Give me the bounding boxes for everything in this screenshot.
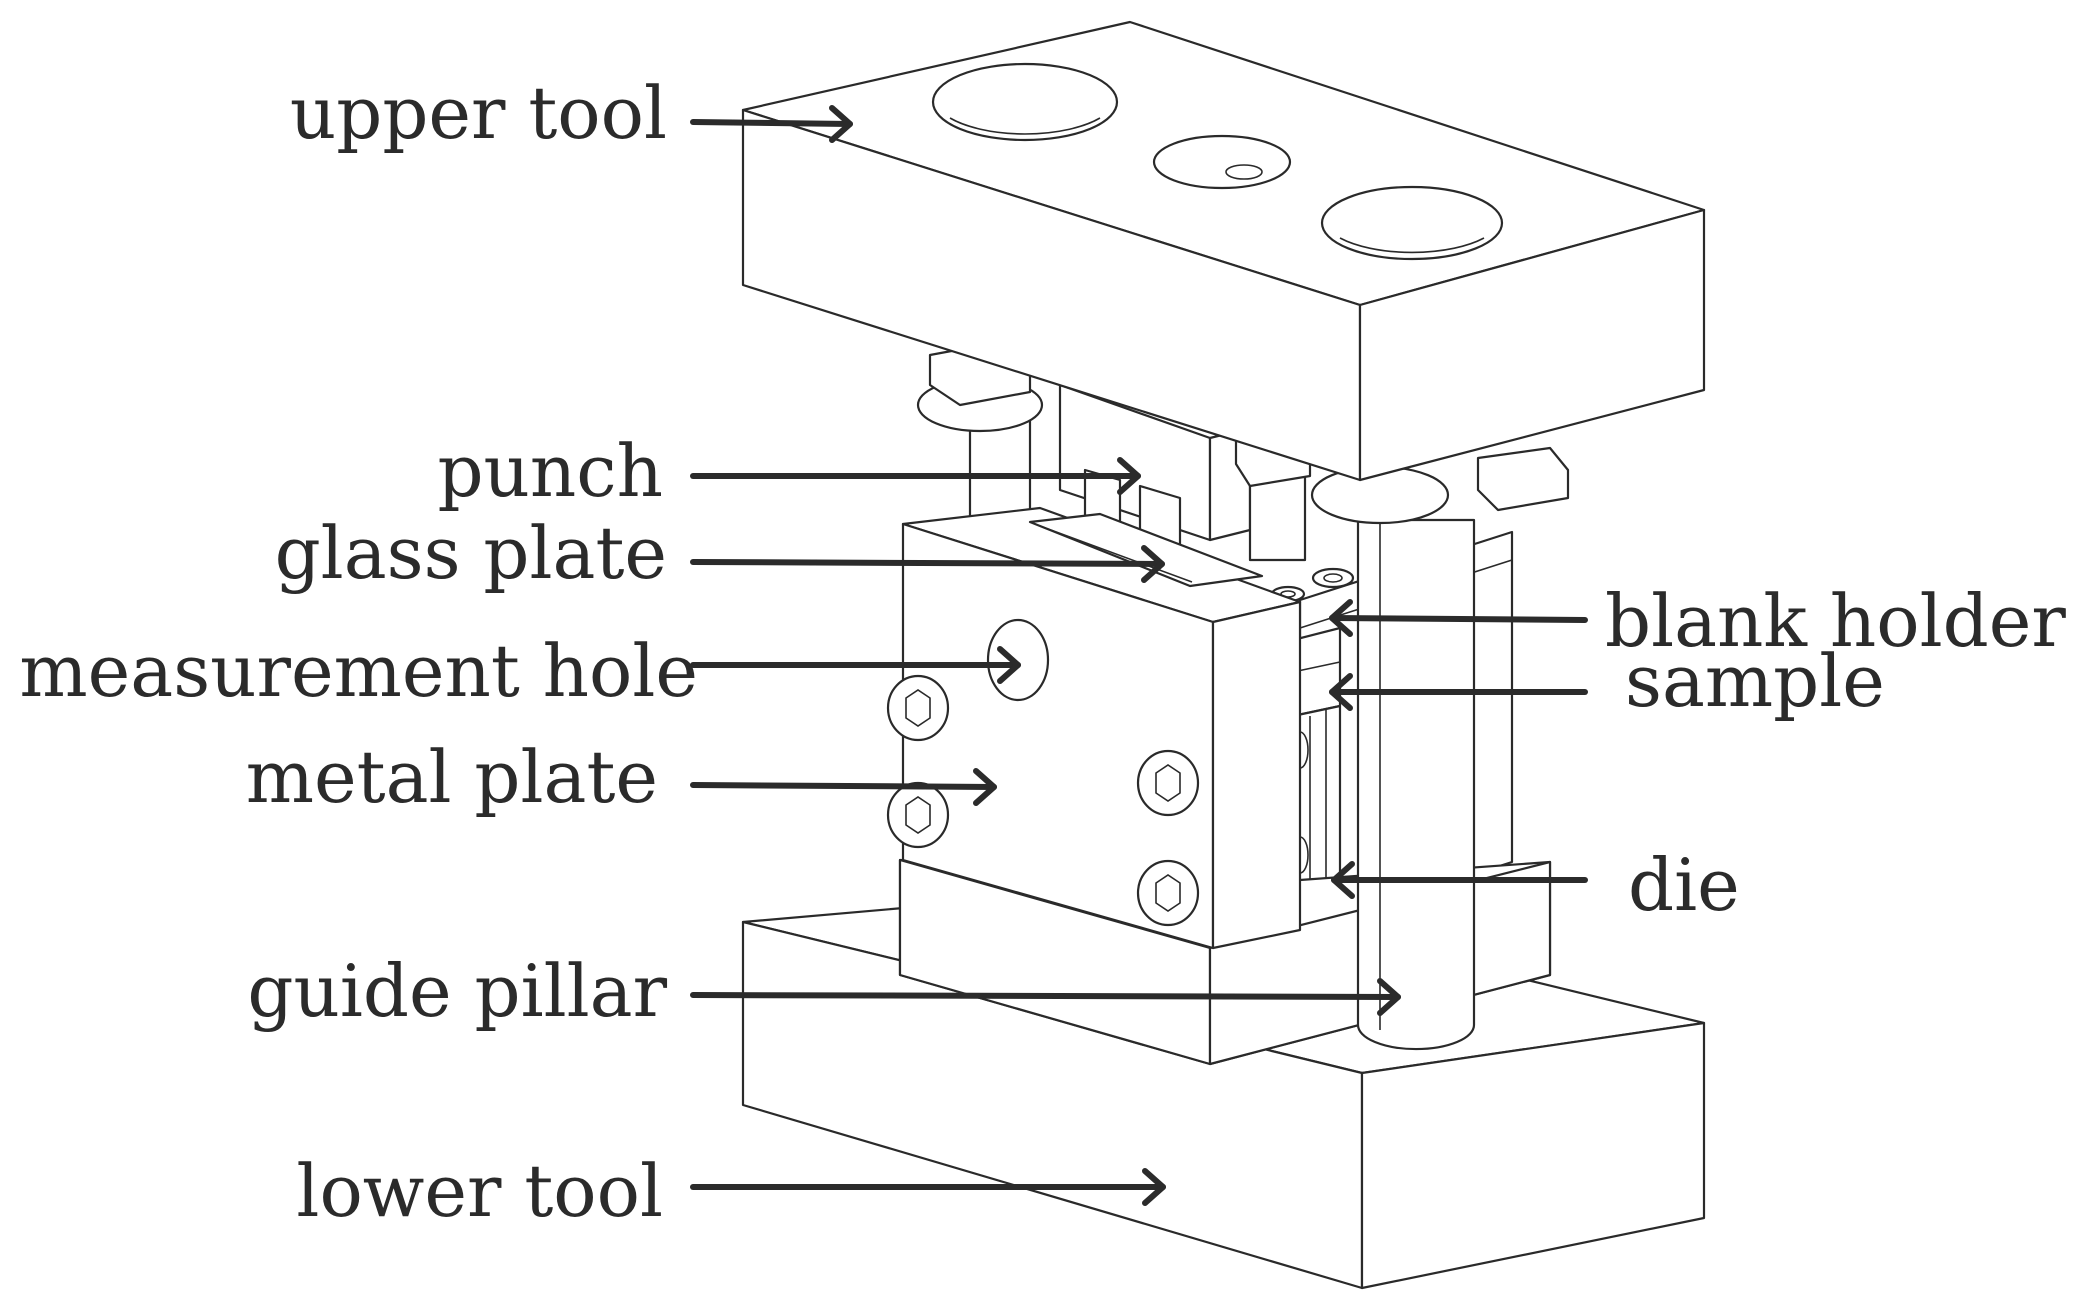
upper-tool-label: upper tool [290, 71, 667, 155]
metal-plate-label: metal plate [246, 735, 658, 819]
sample-arrow [1329, 673, 1588, 711]
lower-tool-arrow [690, 1168, 1166, 1206]
metal-plate-drawing [886, 506, 1302, 950]
lower-tool-label: lower tool [296, 1149, 663, 1233]
upper-tool-drawing [741, 20, 1706, 482]
guide-pillar-arrow [690, 978, 1401, 1016]
glass-plate-arrow [690, 545, 1165, 583]
glass-plate-label: glass plate [275, 511, 667, 595]
blank-holder-arrow [1329, 599, 1588, 637]
measurement-hole-arrow [690, 646, 1021, 684]
upper-tool-arrow [690, 105, 853, 143]
die-arrow [1331, 861, 1588, 899]
sample-label: sample [1625, 639, 1885, 723]
guide-pillar-label: guide pillar [247, 949, 667, 1033]
punch-arrow [690, 457, 1141, 495]
die-label: die [1628, 843, 1740, 927]
metal-plate-arrow [690, 768, 997, 806]
guide-pillar-drawing [1356, 518, 1476, 1051]
measurement-hole-label: measurement hole [19, 629, 698, 713]
punch-label: punch [437, 429, 663, 513]
blank-holder-label: blank holder [1605, 579, 2066, 663]
